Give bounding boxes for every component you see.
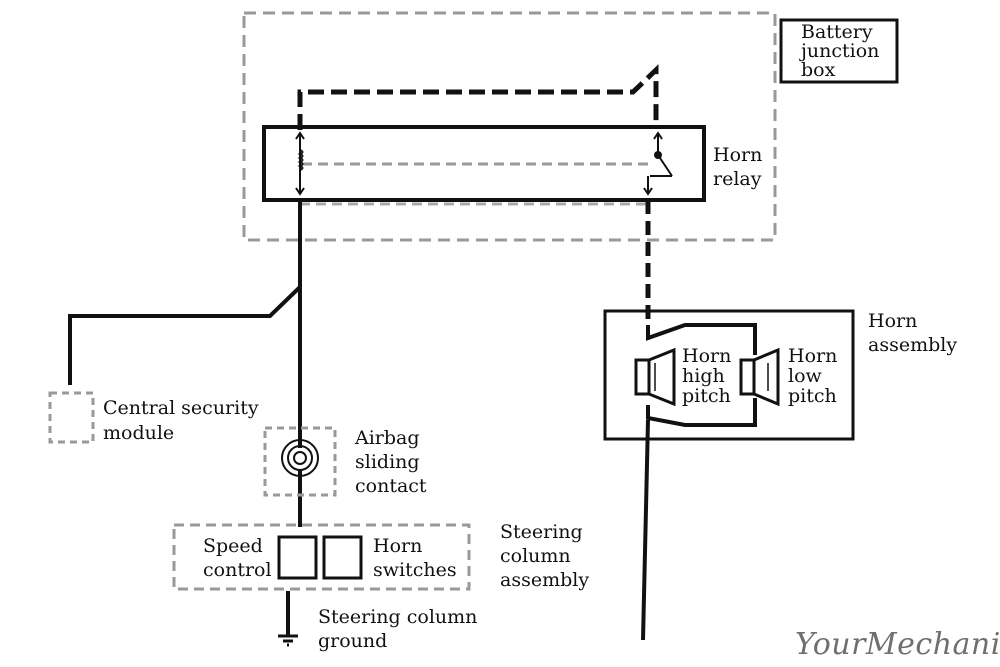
- airbag-sliding-contact-label: Airbag sliding contact: [355, 427, 427, 497]
- horn-internal-wiring: [646, 323, 757, 427]
- ground-symbol-icon: [278, 634, 298, 647]
- horn-assembly-box: [603, 309, 855, 441]
- central-security-module-box: [48, 391, 95, 444]
- horn-low-pitch-label: Horn low pitch: [788, 345, 838, 407]
- horn-assembly-label: Horn assembly: [868, 310, 958, 356]
- central-security-module-label: Central security module: [103, 397, 259, 444]
- horn-low-pitch-icon: [739, 347, 780, 407]
- airbag-sliding-contact-box: [263, 426, 337, 497]
- battery-junction-box-label-frame: [779, 18, 899, 84]
- relay-coil: [295, 131, 305, 196]
- horn-ground-wire: [641, 419, 650, 641]
- horn-relay-body: [262, 125, 706, 202]
- security-module-wire: [68, 285, 302, 385]
- clockspring-coil-icon: [281, 439, 319, 477]
- speed-control-switch: [277, 535, 318, 580]
- speed-control-label: Speed control: [203, 535, 272, 581]
- yourmechanic-watermark: YourMechanic: [795, 627, 1000, 662]
- horn-relay-label: Horn relay: [713, 144, 763, 190]
- horn-high-pitch-icon: [634, 347, 676, 407]
- relay-feed-wire: [297, 64, 659, 130]
- steering-column-ground-label: Steering column ground: [318, 606, 478, 652]
- steering-column-assembly-box: [172, 523, 471, 591]
- steering-column-assembly-label: Steering column assembly: [500, 521, 590, 591]
- horn-high-pitch-label: Horn high pitch: [682, 345, 732, 407]
- battery-junction-box-label: Battery junction box: [801, 21, 880, 81]
- relay-switch: [643, 131, 673, 196]
- horn-switches-label: Horn switches: [373, 535, 457, 581]
- horn-switch: [322, 535, 363, 580]
